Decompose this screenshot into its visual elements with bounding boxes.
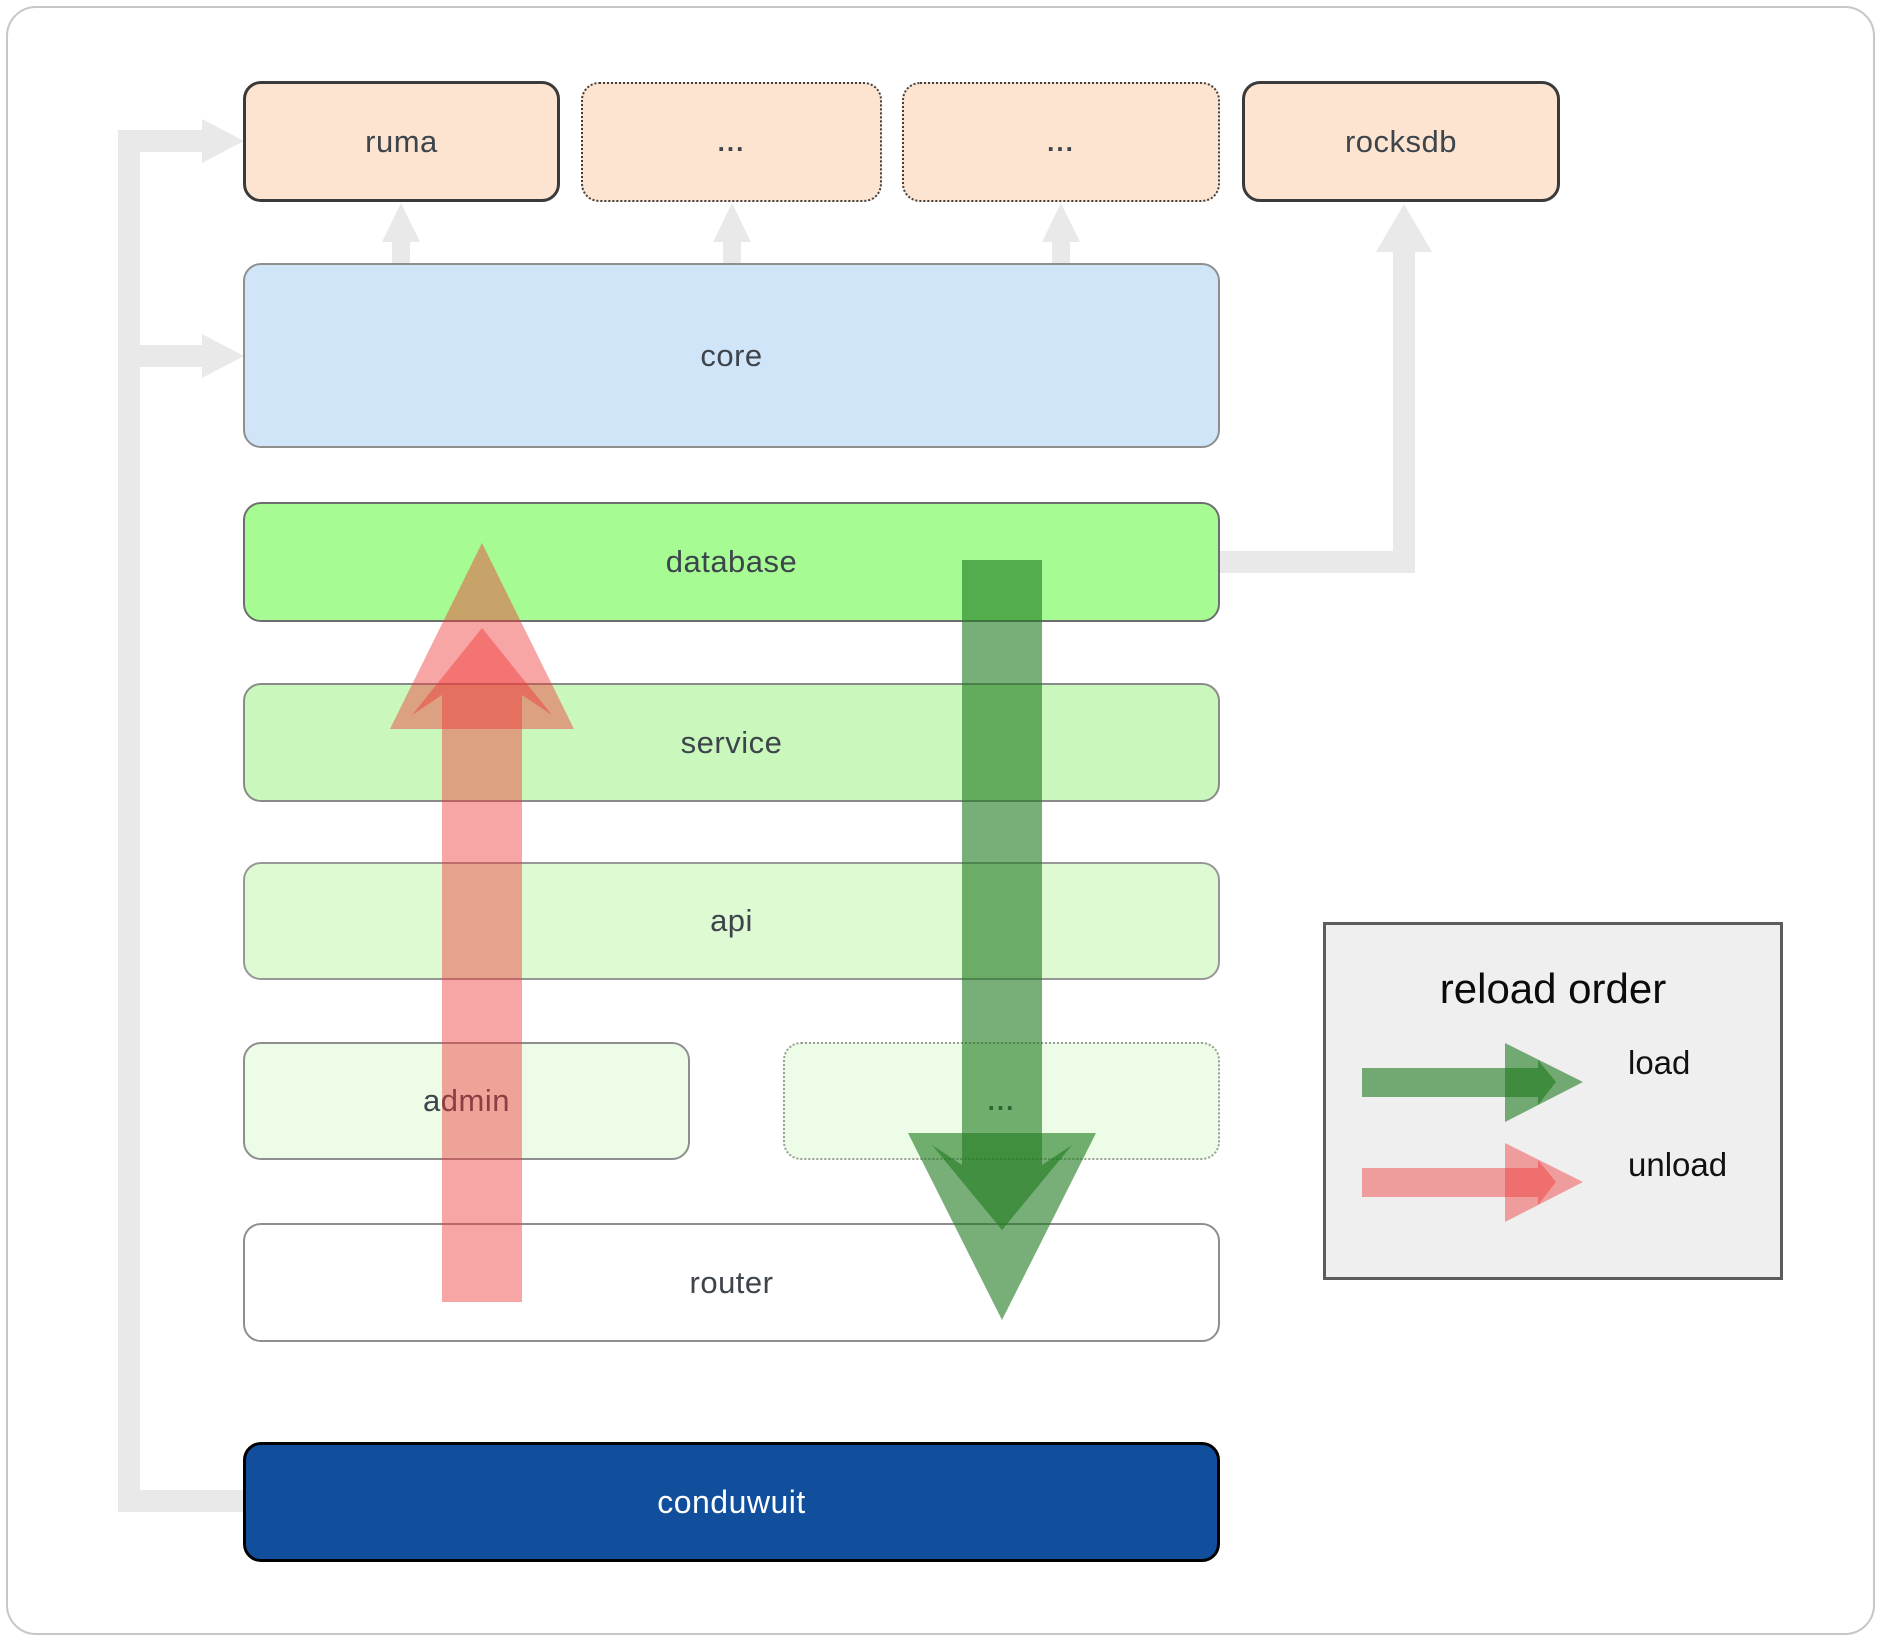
box-ruma: ruma (243, 81, 560, 202)
box-core-label: core (700, 337, 763, 373)
legend-title: reload order (1439, 965, 1667, 1012)
box-rocksdb: rocksdb (1242, 81, 1560, 202)
box-service-label: service (680, 724, 783, 760)
diagram-outer-frame (6, 6, 1875, 1635)
box-conduwuit-label: conduwuit (657, 1483, 806, 1520)
box-ruma-label: ruma (365, 123, 438, 159)
box-router-label: router (689, 1264, 774, 1300)
box-database: database (243, 502, 1220, 622)
legend-unload-label: unload (1628, 1146, 1728, 1183)
box-router: router (243, 1223, 1220, 1342)
box-service-slot: ... (783, 1042, 1220, 1160)
box-admin-label: admin (423, 1083, 510, 1118)
box-core: core (243, 263, 1220, 448)
box-crate-slot-1-label: ... (717, 126, 746, 157)
box-service: service (243, 683, 1220, 802)
legend-reload-order: reload order load unload (1323, 922, 1783, 1280)
box-database-label: database (665, 544, 798, 579)
box-service-slot-label: ... (987, 1085, 1016, 1116)
box-api: api (243, 862, 1220, 980)
box-api-label: api (710, 903, 753, 938)
box-rocksdb-label: rocksdb (1344, 123, 1458, 159)
box-crate-slot-2: ... (902, 82, 1220, 202)
box-admin: admin (243, 1042, 690, 1160)
box-crate-slot-1: ... (581, 82, 882, 202)
box-crate-slot-2-label: ... (1047, 126, 1075, 157)
box-conduwuit: conduwuit (243, 1442, 1220, 1562)
legend-load-label: load (1628, 1044, 1691, 1081)
